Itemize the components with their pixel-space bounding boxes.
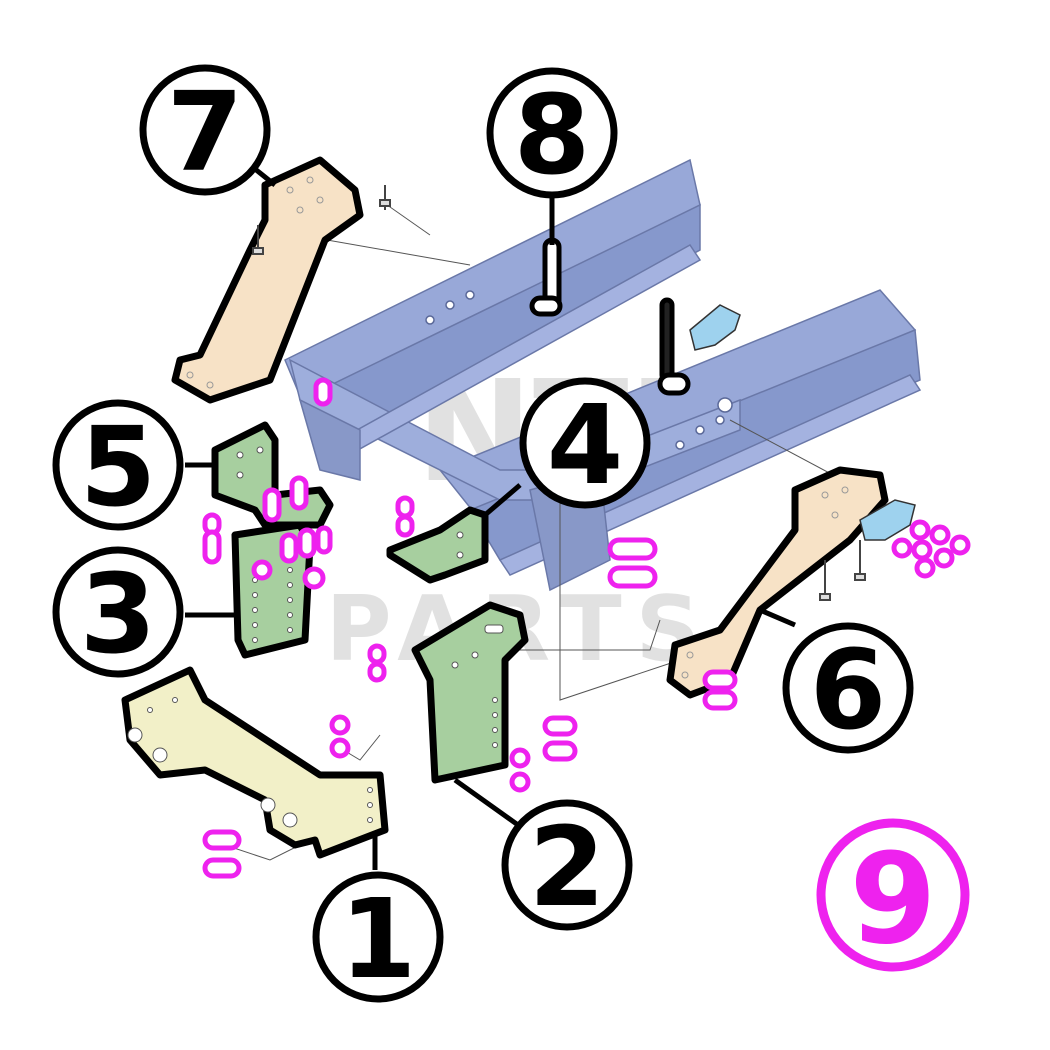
callout-1[interactable]: 1 [312,871,444,1003]
clip-right [859,499,916,541]
frame-holes [425,290,733,450]
hardware-items [202,377,971,879]
callout-2-label: 2 [529,803,606,931]
callout-4[interactable]: 4 [519,377,651,509]
callout-2[interactable]: 2 [501,799,633,931]
callout-5-label: 5 [80,403,157,531]
callout-7-label: 7 [167,68,244,196]
callout-6[interactable]: 6 [782,622,914,754]
callout-8-label: 8 [514,71,591,199]
part-2-bracket[interactable] [411,601,529,784]
callout-1-label: 1 [340,875,417,1003]
callout-9-label: 9 [850,827,937,972]
callout-4-label: 4 [547,381,624,509]
callout-3-label: 3 [80,550,157,678]
leader-lines [185,163,796,870]
callout-5[interactable]: 5 [52,399,184,531]
part-1-mount[interactable] [121,666,389,859]
frame-hanger-left [298,398,361,481]
clip-top [689,304,741,351]
callout-3[interactable]: 3 [52,546,184,678]
callout-6-label: 6 [810,626,887,754]
callout-7[interactable]: 7 [139,64,271,196]
part-7-bracket[interactable] [171,156,391,404]
part-4-bracket[interactable] [386,506,489,584]
part-8-bolts[interactable] [529,237,691,396]
callout-9[interactable]: 9 [816,818,970,972]
callout-8[interactable]: 8 [486,67,618,199]
